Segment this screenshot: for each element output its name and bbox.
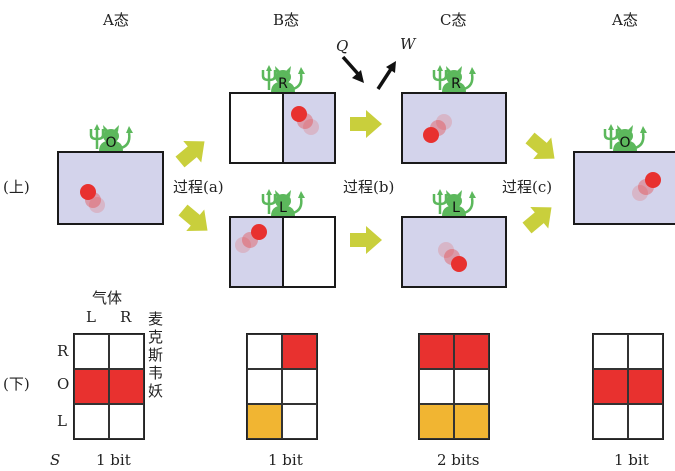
entropy-value-b: 1 bit <box>268 451 303 469</box>
particle-state-c-top <box>423 114 452 143</box>
arrow-process-b-top <box>350 110 382 138</box>
grid-cell <box>109 334 144 369</box>
grid-cell <box>628 334 663 369</box>
grid-cell <box>419 404 454 439</box>
grid-cell <box>247 369 282 404</box>
chamber-state-b-bottom <box>229 216 336 288</box>
particle-state-a-final <box>632 172 661 201</box>
grid-cell <box>247 404 282 439</box>
arrow-process-a-up <box>171 130 214 173</box>
process-b-label: 过程(b) <box>343 178 395 196</box>
grid-cell <box>593 404 628 439</box>
arrow-process-c-up <box>518 196 561 239</box>
grid-cell <box>74 334 109 369</box>
particle-state-b-top <box>291 106 319 135</box>
grid-cell <box>109 369 144 404</box>
row-l-label: L <box>57 412 67 430</box>
demon-letter-b-bottom: L <box>279 200 287 216</box>
grid-cell <box>419 369 454 404</box>
grid-cell <box>282 369 317 404</box>
grid-cell <box>593 369 628 404</box>
grid-cell <box>628 404 663 439</box>
state-a-initial-label: A态 <box>103 11 129 29</box>
row-r-label: R <box>57 342 69 360</box>
grid-cell <box>282 404 317 439</box>
process-a-label: 过程(a) <box>173 178 224 196</box>
demon-letter-a-initial: O <box>105 135 116 151</box>
grid-cell <box>247 334 282 369</box>
demon-letter-a-final: O <box>619 135 630 151</box>
gas-right-label: R <box>120 308 132 326</box>
grid-cell <box>109 404 144 439</box>
grid-cell <box>454 369 489 404</box>
grid-cell <box>74 369 109 404</box>
state-c-label: C态 <box>440 11 467 29</box>
demon-letter-c-bottom: L <box>452 200 460 216</box>
work-arrow <box>376 61 396 90</box>
process-c-label: 过程(c) <box>502 178 553 196</box>
heat-label: Q <box>336 37 349 55</box>
gas-axis-label: 气体 <box>92 289 123 307</box>
particle-state-c-bottom <box>438 242 467 272</box>
state-b-label: B态 <box>273 11 300 29</box>
entropy-value-a-initial: 1 bit <box>96 451 131 469</box>
chamber-state-c-bottom <box>401 216 507 288</box>
grid-cell <box>628 369 663 404</box>
demon-letter-c-top: R <box>451 76 461 92</box>
lower-row-label: (下) <box>3 375 30 393</box>
entropy-symbol: S <box>50 451 61 469</box>
particle-state-b-bottom <box>235 224 267 253</box>
state-grid-b <box>246 333 318 440</box>
chamber-state-a-final <box>573 151 675 225</box>
grid-cell <box>74 404 109 439</box>
gas-left-label: L <box>86 308 96 326</box>
chamber-state-c-top <box>401 92 507 164</box>
grid-cell <box>593 334 628 369</box>
entropy-value-a-final: 1 bit <box>614 451 649 469</box>
grid-cell <box>282 334 317 369</box>
entropy-value-c: 2 bits <box>437 451 480 469</box>
grid-cell <box>454 334 489 369</box>
state-grid-a-initial <box>73 333 145 440</box>
state-grid-c <box>418 333 490 440</box>
arrow-process-a-down <box>174 199 217 242</box>
state-grid-a-final <box>592 333 664 440</box>
upper-row-label: (上) <box>3 178 30 196</box>
heat-arrow <box>341 55 364 83</box>
work-label: W <box>400 35 416 53</box>
arrow-process-c-down <box>521 127 564 170</box>
row-o-label: O <box>57 375 70 393</box>
particle-state-a-initial <box>80 184 105 213</box>
state-a-final-label: A态 <box>612 11 638 29</box>
demon-axis-label: 麦克斯韦妖 <box>148 310 164 400</box>
grid-cell <box>419 334 454 369</box>
chamber-state-a-initial <box>57 151 164 225</box>
arrow-process-b-bottom <box>350 226 382 254</box>
chamber-state-b-top <box>229 92 336 164</box>
demon-letter-b-top: R <box>278 76 288 92</box>
grid-cell <box>454 404 489 439</box>
chamber-right-half <box>282 94 334 162</box>
